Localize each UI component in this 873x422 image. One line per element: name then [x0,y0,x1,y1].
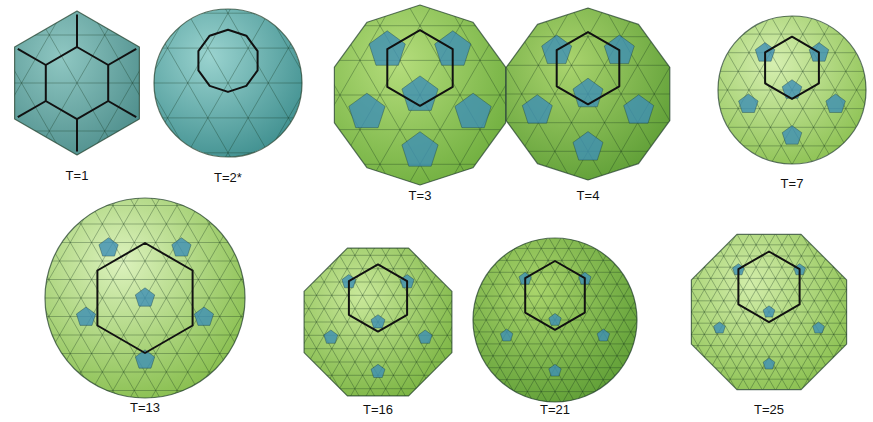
capsid-rim [45,198,245,398]
unit-outline [18,49,46,65]
lattice [636,182,873,422]
pentamer [500,329,513,341]
pentamer [371,364,385,377]
unit-outline [46,47,108,119]
pentamer [172,238,191,256]
pentamer [324,330,338,343]
pentamer [763,306,775,317]
unit-outline [76,15,78,47]
triangulation-label: T=3 [409,188,432,204]
unit-outline [76,119,78,151]
capsid-rim [334,5,505,185]
pentamer [349,93,385,128]
pentamer [624,95,654,124]
pentamer [135,288,154,306]
triangulation-label: T=21 [540,402,570,418]
unit-outline [765,37,819,99]
triangulation-label: T=13 [130,400,160,416]
triangulation-label: T=1 [66,168,89,184]
unit-outline [108,101,136,117]
capsid-rim [15,11,140,155]
pentamer [714,322,726,333]
pentamer [573,132,603,161]
pentamer [573,78,603,107]
lattice [441,0,734,233]
pentamer [549,364,561,376]
triangulation-label: T=7 [781,176,804,192]
capsid-rim [691,234,846,389]
pentamer [597,329,610,341]
unit-outline [349,264,407,331]
capsid-rim [304,248,452,396]
pentamer [763,358,775,369]
triangulation-label: T=25 [754,402,784,418]
capsid [636,182,873,422]
lattice [0,147,296,422]
capsid-rim [506,8,670,180]
pentamer [418,330,432,343]
triangulation-label: T=2* [214,170,242,186]
pentamer [782,126,802,145]
pentamer [549,313,561,325]
unit-outline [387,30,452,106]
pentamer [739,94,759,113]
pentamer [826,94,846,113]
unit-outline [18,101,46,117]
pentamer [76,307,95,325]
capsid-rim [473,238,637,402]
capsid [253,199,503,422]
unit-outline [557,32,620,104]
capsid-rim [718,16,866,164]
pentamer [455,93,491,128]
capsid [97,0,360,206]
pentamer [402,132,438,167]
unit-outline [97,243,192,353]
lattice [427,194,682,422]
lattice [97,0,360,206]
pentamer [194,307,213,325]
capsid [671,0,873,207]
capsid [427,194,682,422]
capsid [441,0,734,233]
triangulation-label: T=16 [363,402,393,418]
unit-outline [525,261,585,330]
pentamer [522,95,552,124]
lattice [253,199,503,422]
pentamer [99,238,118,256]
pentamer [371,315,385,328]
triangulation-label: T=4 [577,188,600,204]
pentamer [813,322,825,333]
capsid [0,147,296,422]
lattice [671,0,873,207]
unit-outline [198,30,257,92]
capsid-rim [154,9,302,157]
unit-outline [108,49,136,65]
unit-outline [738,252,799,323]
